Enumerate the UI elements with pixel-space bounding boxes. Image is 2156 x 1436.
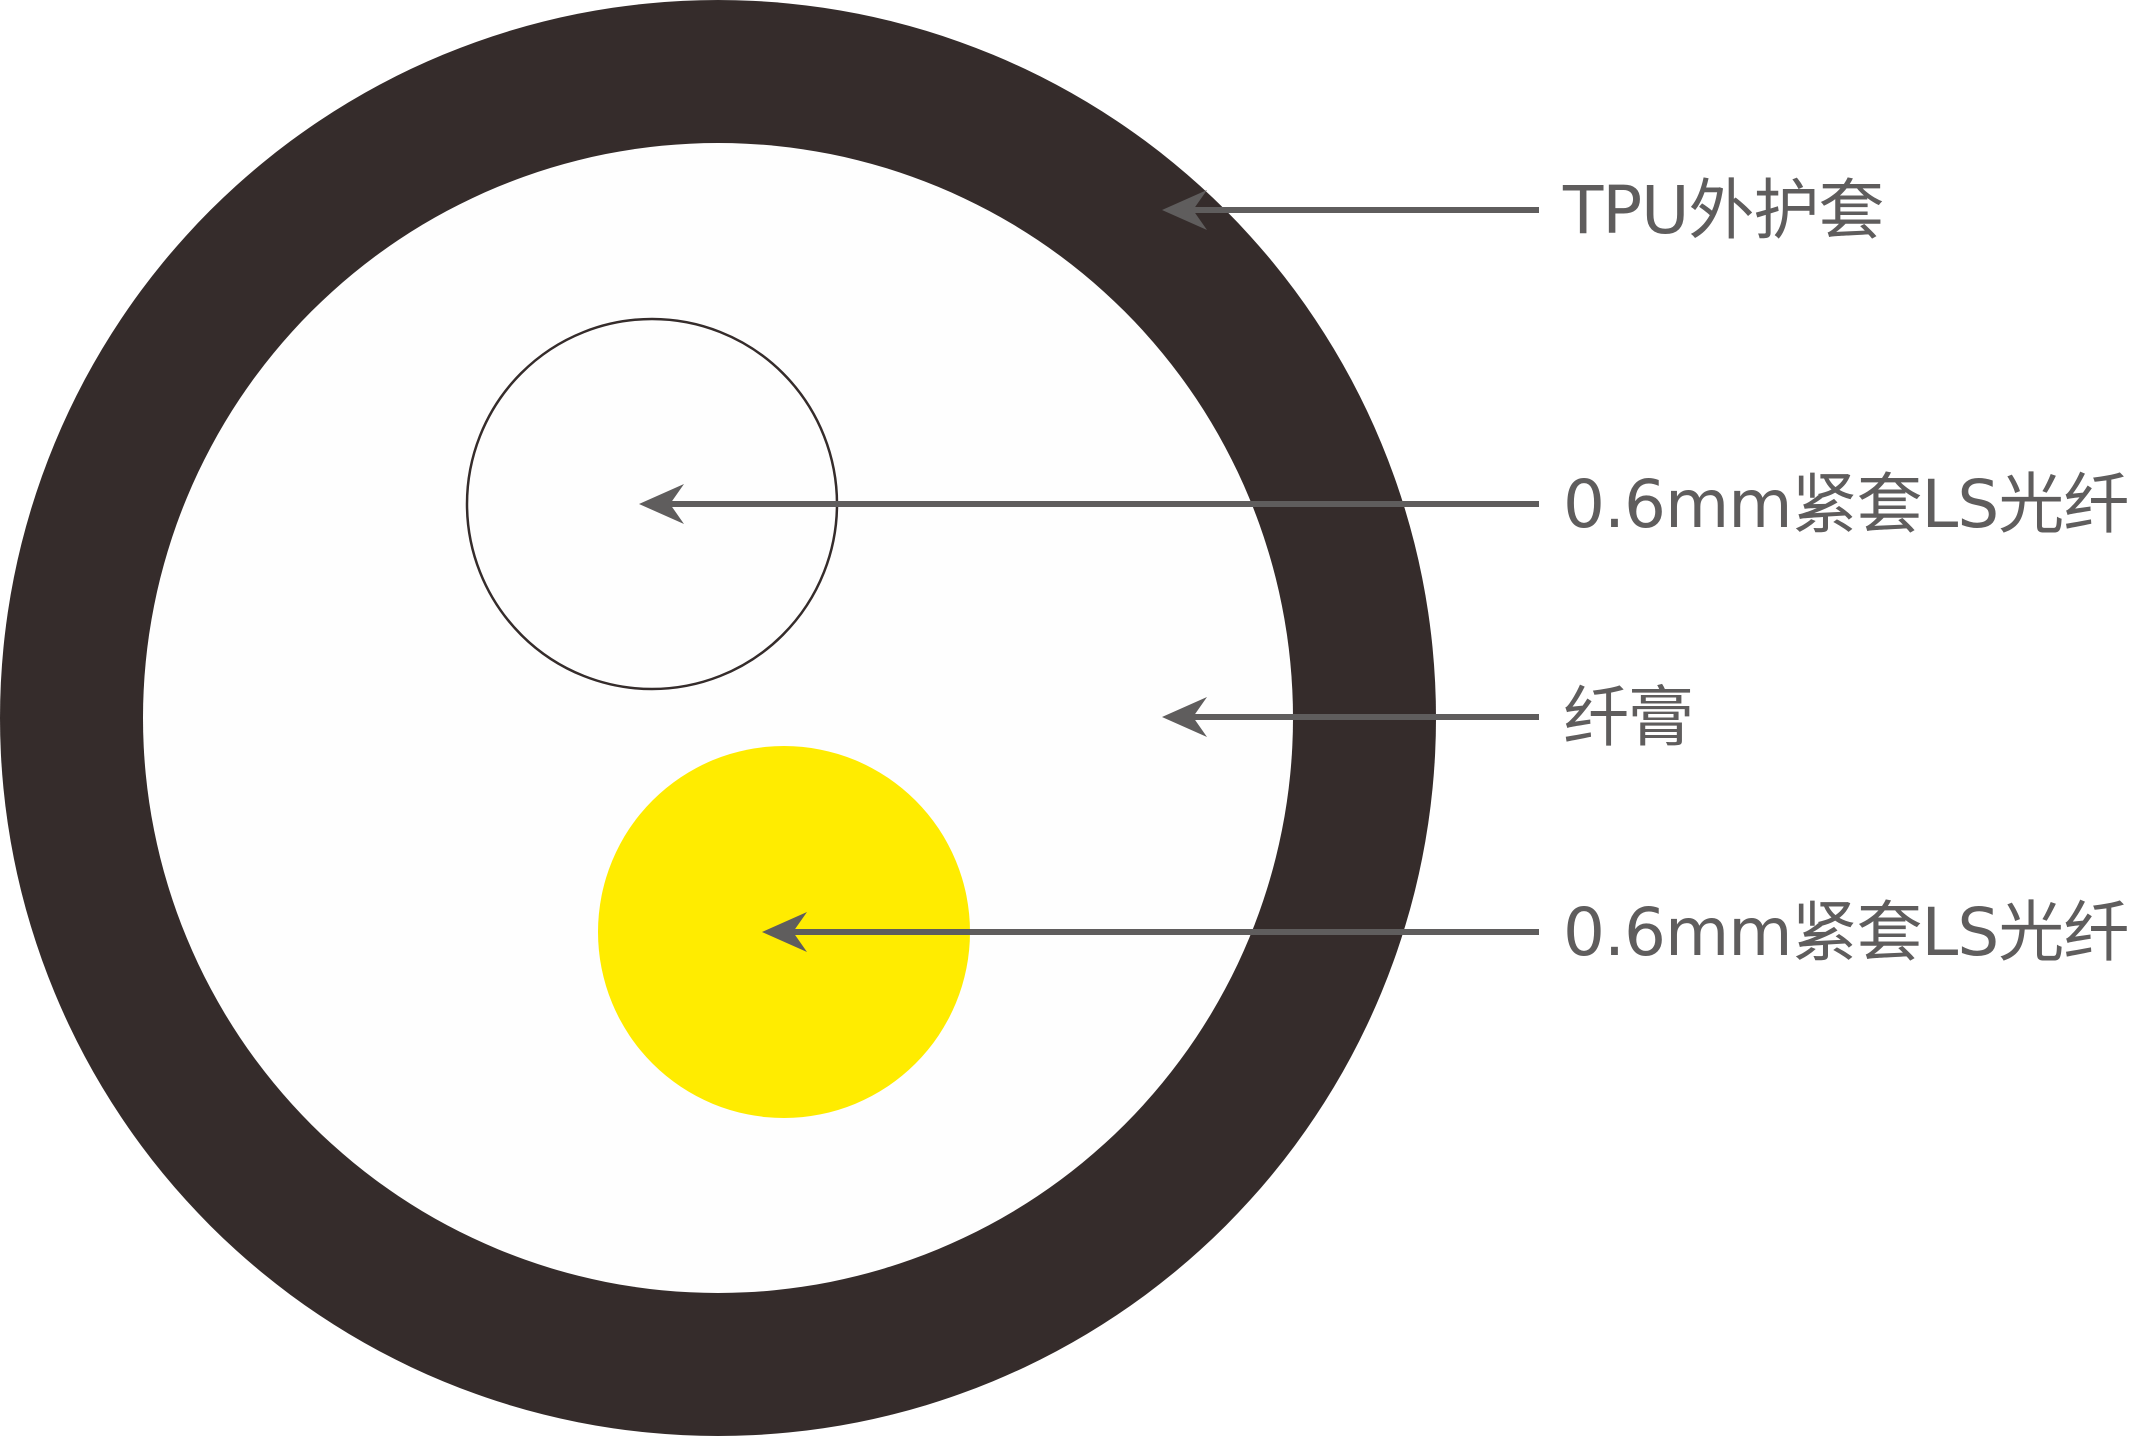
arrow-jacket (1162, 190, 1539, 230)
arrow-filler (1162, 697, 1539, 737)
fiber-gel-filler (143, 143, 1293, 1293)
label-fiber-gel: 纤膏 (1563, 679, 1694, 756)
label-fiber-2: 0.6mm紧套LS光纤 (1563, 894, 2129, 971)
arrow-fiber-1 (639, 484, 1539, 524)
label-tpu-jacket: TPU外护套 (1563, 172, 1884, 249)
label-fiber-1: 0.6mm紧套LS光纤 (1563, 466, 2129, 543)
arrow-fiber-2 (762, 912, 1539, 952)
